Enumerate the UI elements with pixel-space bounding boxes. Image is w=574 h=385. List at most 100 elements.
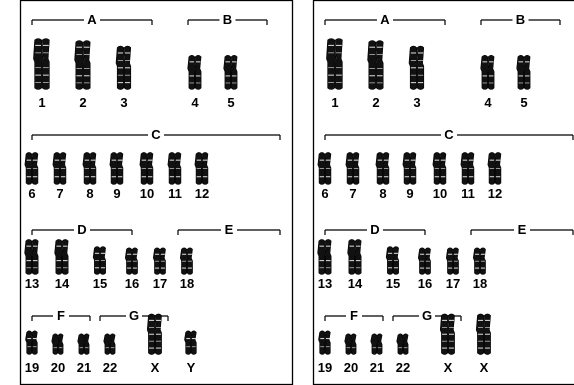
chromosome-label: 1 xyxy=(331,95,338,110)
chromosome-shape xyxy=(140,152,153,184)
chromosome-label: 21 xyxy=(77,360,91,375)
chromosome-label: 2 xyxy=(79,95,86,110)
chromosome-label: 19 xyxy=(25,360,39,375)
group-label-f: F xyxy=(350,308,358,323)
chromosome-label: 6 xyxy=(28,186,35,201)
chromosome-label: 16 xyxy=(418,276,432,291)
chromosome-shape xyxy=(386,247,398,275)
chromosome-shape xyxy=(371,334,382,355)
chromosome-shape xyxy=(147,314,161,355)
chromosome-shape xyxy=(446,248,458,275)
chromosome-label: 15 xyxy=(93,276,107,291)
chromosome-label: 2 xyxy=(372,95,379,110)
chromosome-shape xyxy=(53,152,66,184)
chromosome-shape xyxy=(52,334,63,355)
chromosome-shape xyxy=(75,41,91,90)
chromosome-shape xyxy=(318,152,331,184)
chromosome-shape xyxy=(25,239,39,274)
chromosome-shape xyxy=(33,39,49,90)
chromosome-label: 5 xyxy=(520,95,527,110)
chromosome-shape xyxy=(346,152,359,184)
chromosome-shape xyxy=(488,152,501,184)
chromosome-label: 13 xyxy=(25,276,39,291)
chromosome-label: 20 xyxy=(344,360,358,375)
chromosome-shape xyxy=(116,46,131,89)
chromosome-label: 10 xyxy=(433,186,447,201)
chromosome-label: 6 xyxy=(321,186,328,201)
group-label-f: F xyxy=(57,308,65,323)
group-label-e: E xyxy=(225,222,234,237)
chromosome-label: 8 xyxy=(379,186,386,201)
group-label-c: C xyxy=(444,127,454,142)
chromosome-label: X xyxy=(151,360,160,375)
chromosome-shape xyxy=(110,152,123,184)
chromosome-shape xyxy=(104,334,115,355)
chromosome-label: 4 xyxy=(484,95,492,110)
chromosome-shape xyxy=(224,55,237,89)
chromosome-label: 11 xyxy=(168,186,182,201)
chromosome-shape xyxy=(184,331,196,355)
chromosome-label: 5 xyxy=(227,95,234,110)
chromosome-label: X xyxy=(480,360,489,375)
chromosome-shape xyxy=(348,239,362,274)
chromosome-label: 8 xyxy=(86,186,93,201)
chromosome-label: 1 xyxy=(38,95,45,110)
chromosome-label: 9 xyxy=(113,186,120,201)
chromosome-label: 7 xyxy=(56,186,63,201)
chromosome-label: 3 xyxy=(120,95,127,110)
chromosome-label: 20 xyxy=(51,360,65,375)
chromosome-shape xyxy=(440,314,454,355)
chromosome-label: 22 xyxy=(103,360,117,375)
chromosome-label: 15 xyxy=(386,276,400,291)
chromosome-label: 17 xyxy=(446,276,460,291)
chromosome-label: 12 xyxy=(488,186,502,201)
chromosome-label: 4 xyxy=(191,95,199,110)
chromosome-shape xyxy=(188,55,201,89)
chromosome-label: X xyxy=(444,360,453,375)
chromosome-shape xyxy=(78,334,89,355)
chromosome-shape xyxy=(433,152,446,184)
group-label-g: G xyxy=(422,308,432,323)
group-label-c: C xyxy=(151,127,161,142)
chromosome-shape xyxy=(195,152,208,184)
group-label-a: A xyxy=(380,12,390,27)
chromosome-label: 14 xyxy=(55,276,70,291)
chromosome-label: 14 xyxy=(348,276,363,291)
chromosome-shape xyxy=(476,314,490,355)
group-label-b: B xyxy=(516,12,525,27)
chromosome-label: 21 xyxy=(370,360,384,375)
chromosome-shape xyxy=(368,41,384,90)
chromosome-shape xyxy=(93,247,105,275)
group-label-e: E xyxy=(518,222,527,237)
chromosome-shape xyxy=(418,248,430,275)
chromosome-label: Y xyxy=(187,360,196,375)
chromosome-shape xyxy=(83,152,96,184)
chromosome-label: 19 xyxy=(318,360,332,375)
chromosome-shape xyxy=(25,331,37,355)
group-label-d: D xyxy=(77,222,86,237)
chromosome-label: 16 xyxy=(125,276,139,291)
chromosome-label: 17 xyxy=(153,276,167,291)
group-label-a: A xyxy=(87,12,97,27)
chromosome-shape xyxy=(318,239,332,274)
chromosome-label: 7 xyxy=(349,186,356,201)
chromosome-shape xyxy=(473,248,485,275)
chromosome-shape xyxy=(397,334,408,355)
chromosome-label: 10 xyxy=(140,186,154,201)
group-label-g: G xyxy=(129,308,139,323)
chromosome-shape xyxy=(180,248,192,275)
chromosome-shape xyxy=(318,331,330,355)
chromosome-shape xyxy=(326,39,342,90)
chromosome-label: 13 xyxy=(318,276,332,291)
chromosome-label: 11 xyxy=(461,186,475,201)
chromosome-shape xyxy=(376,152,389,184)
chromosome-shape xyxy=(517,55,530,89)
chromosome-shape xyxy=(345,334,356,355)
chromosome-shape xyxy=(481,55,494,89)
chromosome-label: 3 xyxy=(413,95,420,110)
chromosome-shape xyxy=(55,239,69,274)
chromosome-shape xyxy=(461,152,474,184)
group-label-d: D xyxy=(370,222,379,237)
chromosome-shape xyxy=(153,248,165,275)
